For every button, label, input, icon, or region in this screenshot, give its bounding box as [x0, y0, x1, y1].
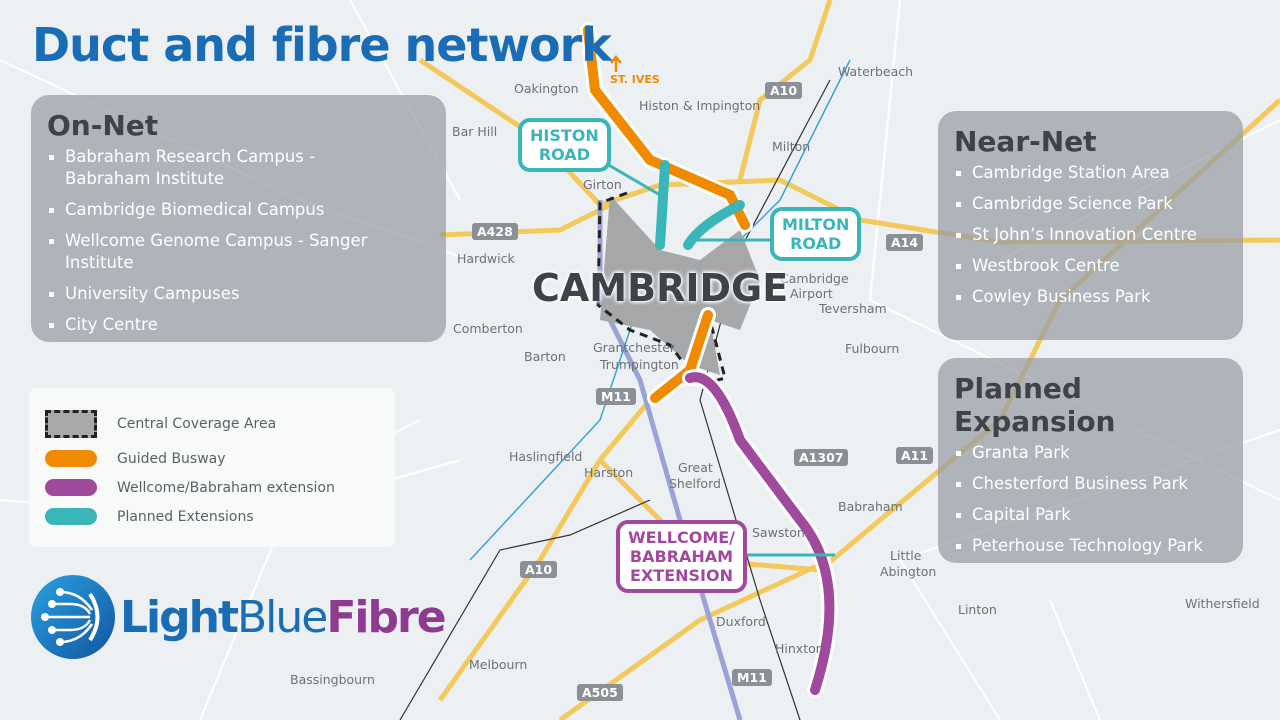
planned-expansion-panel: Planned Expansion Granta Park Chesterfor…	[938, 358, 1243, 563]
place-label: Haslingfield	[509, 449, 583, 464]
near-net-item: Cowley Business Park	[954, 286, 1227, 308]
place-label: Milton	[772, 139, 811, 154]
legend-item: Wellcome/Babraham extension	[45, 479, 335, 496]
place-label: Harston	[584, 465, 634, 480]
logo-text-blue: Blue	[236, 591, 328, 643]
callout-line: HISTON	[530, 126, 599, 145]
place-label: Histon & Impington	[639, 98, 761, 113]
place-label: Cambridge	[780, 271, 849, 286]
wellcome-callout: WELLCOME/ BABRAHAM EXTENSION	[616, 520, 748, 593]
logo-text-fibre: Fibre	[326, 591, 446, 643]
planned-item: Granta Park	[954, 442, 1227, 464]
road-label: A10	[520, 561, 558, 578]
place-label: Withersfield	[1185, 596, 1260, 611]
road-label: A11	[896, 447, 934, 464]
legend-label: Central Coverage Area	[117, 416, 277, 432]
coverage-swatch	[45, 410, 97, 438]
busway-swatch	[45, 450, 97, 467]
planned-item: Peterhouse Technology Park	[954, 535, 1227, 557]
near-net-panel: Near-Net Cambridge Station Area Cambridg…	[938, 111, 1243, 340]
callout-line: EXTENSION	[630, 566, 733, 585]
callout-line: ROAD	[538, 145, 590, 164]
place-label: Waterbeach	[838, 64, 914, 79]
wellcome-swatch	[45, 479, 97, 496]
on-net-panel: On-Net Babraham Research Campus - Babrah…	[31, 95, 446, 342]
place-label: Fulbourn	[845, 341, 900, 356]
on-net-item: Cambridge Biomedical Campus	[47, 199, 430, 221]
logo-text-light: Light	[120, 591, 239, 643]
road-label: A505	[577, 684, 623, 701]
place-label: Bassingbourn	[290, 672, 375, 687]
wellcome-babraham-extension	[685, 372, 835, 695]
callout-line: WELLCOME/	[628, 528, 736, 547]
legend-item: Central Coverage Area	[45, 410, 276, 438]
arrow-up-icon	[610, 55, 622, 72]
place-label: Abington	[880, 564, 937, 579]
railway	[399, 79, 831, 720]
place-label: Comberton	[453, 321, 523, 336]
on-net-heading: On-Net	[47, 109, 159, 142]
planned-heading: Planned Expansion	[954, 372, 1116, 438]
place-label: Hinxton	[775, 641, 824, 656]
on-net-item: Wellcome Genome Campus - Sanger Institut…	[47, 230, 430, 274]
road-label: A14	[886, 234, 924, 251]
on-net-item: City Centre	[47, 314, 430, 336]
place-label: Sawston	[752, 525, 805, 540]
place-label: Trumpington	[600, 357, 679, 372]
place-label: Hardwick	[457, 251, 515, 266]
on-net-item: Babraham Research Campus - Babraham Inst…	[47, 146, 317, 190]
near-net-item: Cambridge Science Park	[954, 193, 1227, 215]
planned-swatch	[45, 508, 97, 525]
near-net-item: Westbrook Centre	[954, 255, 1227, 277]
legend-label: Planned Extensions	[117, 508, 254, 525]
place-label: Airport	[790, 286, 833, 301]
road-label: M11	[732, 669, 772, 686]
milton-road-callout: MILTON ROAD	[770, 207, 862, 261]
legend-item: Guided Busway	[45, 450, 226, 467]
map-legend: Central Coverage Area Guided Busway Well…	[29, 388, 395, 547]
near-net-item: Cambridge Station Area	[954, 162, 1227, 184]
road-label: A1307	[794, 449, 849, 466]
page-title: Duct and fibre network	[32, 18, 612, 72]
legend-label: Wellcome/Babraham extension	[117, 479, 335, 496]
place-label: Girton	[583, 177, 622, 192]
legend-item: Planned Extensions	[45, 508, 254, 525]
callout-line: ROAD	[790, 234, 842, 253]
planned-item: Capital Park	[954, 504, 1227, 526]
near-net-item: St John’s Innovation Centre	[954, 224, 1227, 246]
place-label: Grantchester	[593, 340, 676, 355]
fibre-logo-icon	[31, 575, 115, 659]
callout-leaders	[599, 158, 835, 557]
place-label: Bar Hill	[452, 124, 498, 139]
place-label: Little	[890, 548, 922, 563]
place-label: Melbourn	[469, 657, 528, 672]
place-label: Duxford	[716, 614, 766, 629]
callout-line: BABRAHAM	[629, 547, 734, 566]
road-label: M11	[596, 388, 636, 405]
place-label: Teversham	[819, 301, 887, 316]
place-label: Shelford	[669, 476, 721, 491]
place-label: Linton	[958, 602, 997, 617]
planned-item: Chesterford Business Park	[954, 473, 1227, 495]
legend-label: Guided Busway	[117, 450, 226, 467]
on-net-item: University Campuses	[47, 283, 430, 305]
callout-line: MILTON	[782, 215, 850, 234]
place-label: Great	[678, 460, 713, 475]
central-coverage-area	[600, 195, 760, 375]
place-label: Barton	[524, 349, 566, 364]
city-label: CAMBRIDGE	[532, 266, 789, 310]
coverage-boundary	[596, 191, 727, 387]
road-label: A10	[765, 82, 803, 99]
near-net-heading: Near-Net	[954, 125, 1097, 158]
place-label: Babraham	[838, 499, 903, 514]
st-ives-label: ST. IVES	[610, 73, 660, 86]
place-label: Oakington	[514, 81, 579, 96]
road-label: A428	[472, 223, 518, 240]
histon-road-callout: HISTON ROAD	[518, 118, 611, 172]
